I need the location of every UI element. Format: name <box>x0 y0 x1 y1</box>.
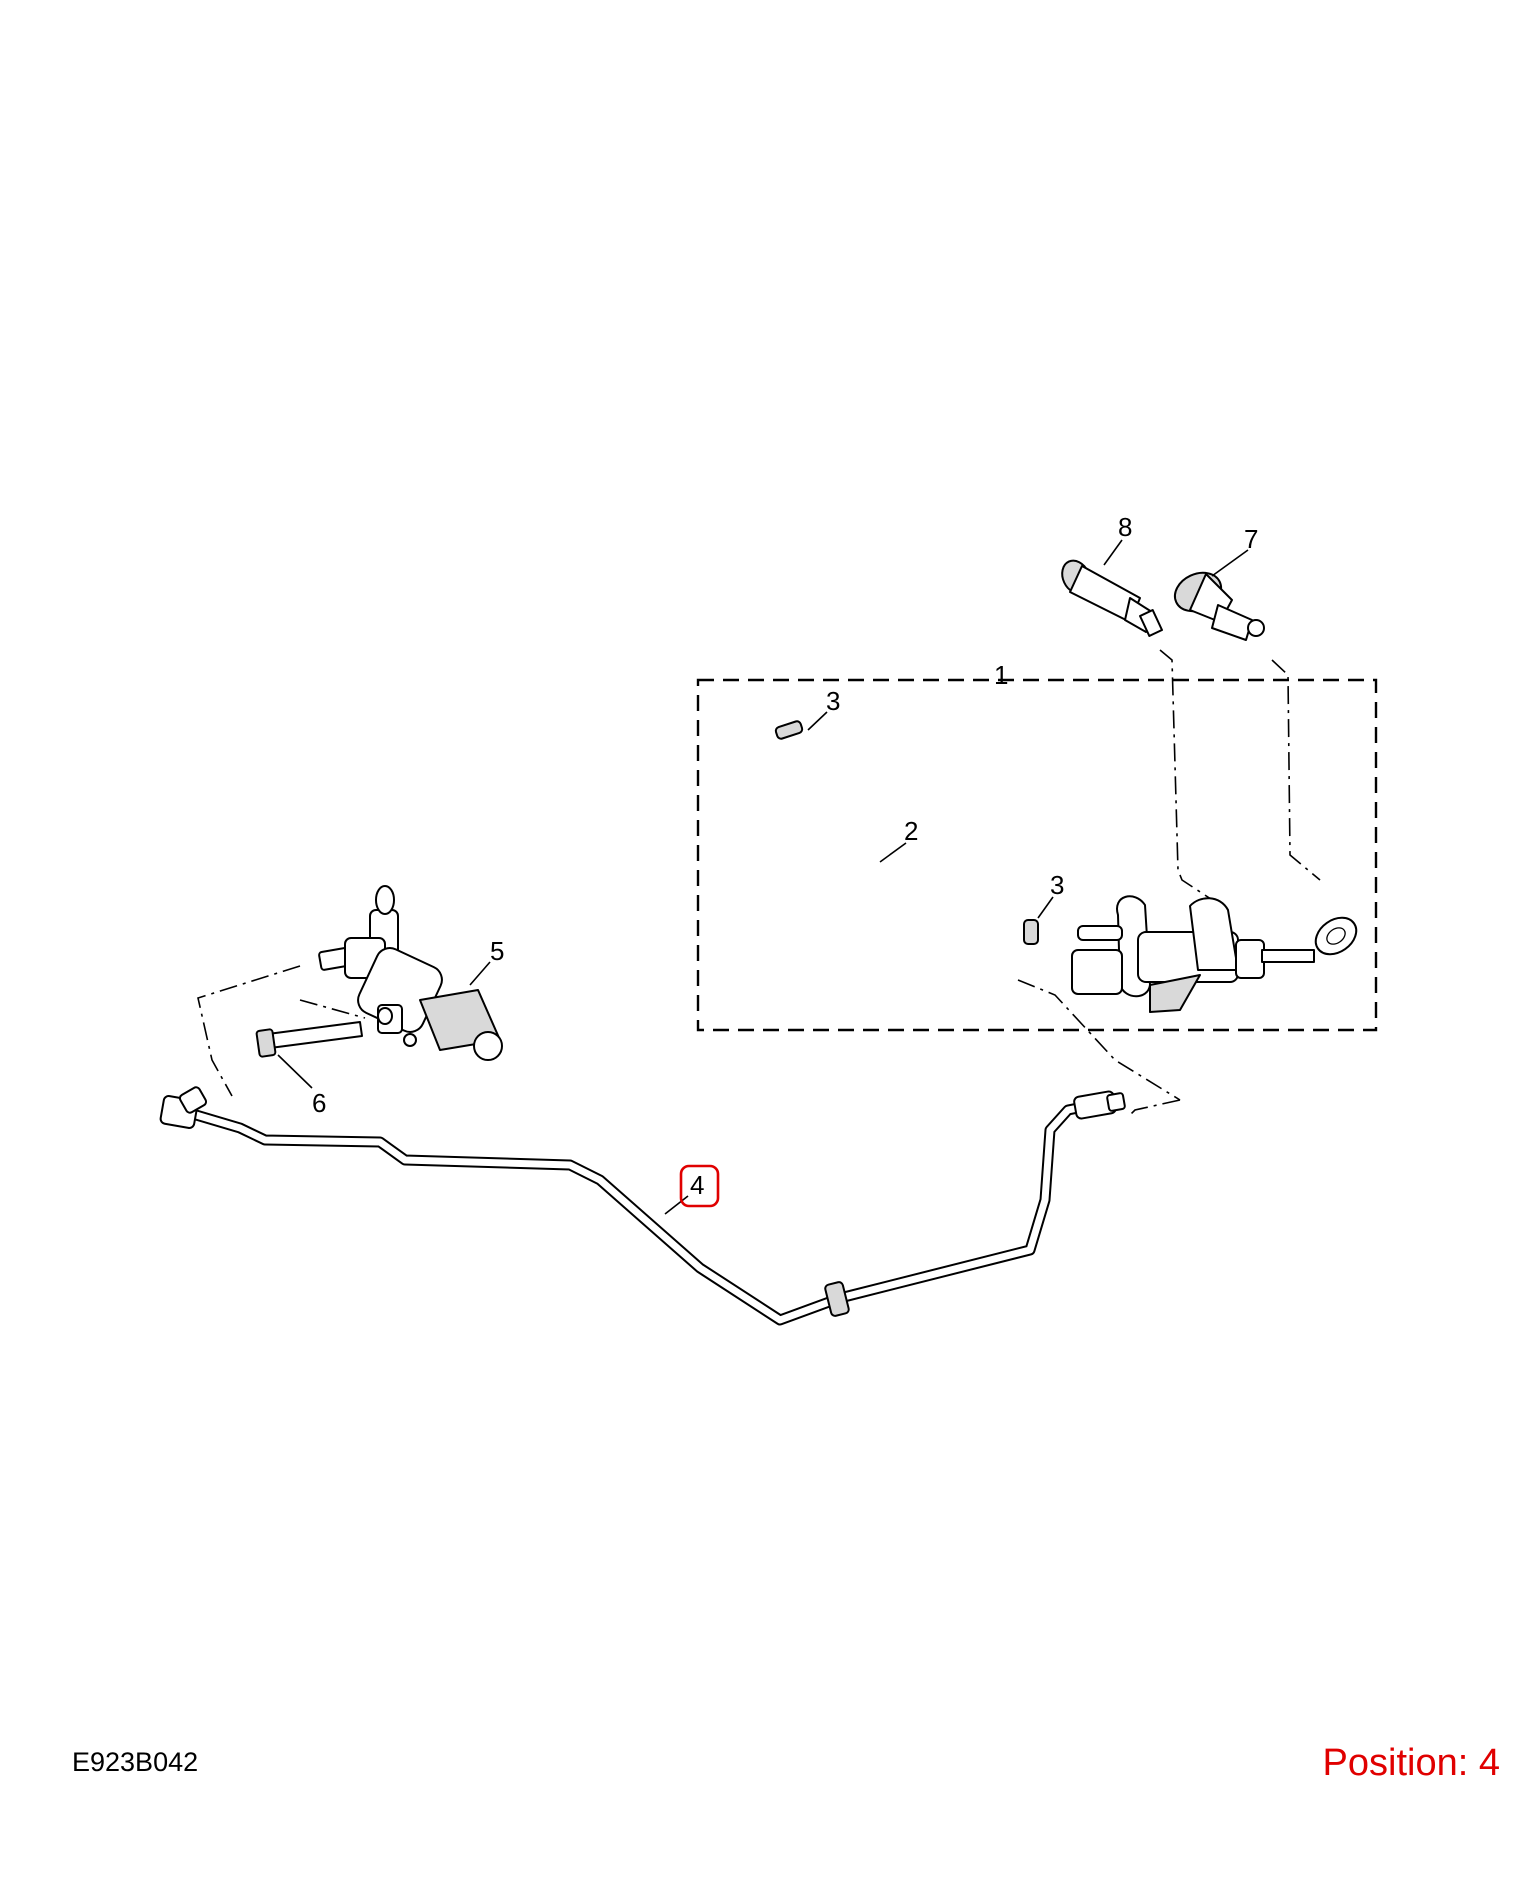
callout-3-upper: 3 <box>826 686 840 716</box>
bolt-part-6[interactable] <box>255 1021 363 1058</box>
callout-7: 7 <box>1244 524 1258 554</box>
callout-5: 5 <box>490 936 504 966</box>
slave-cylinder-part-5[interactable] <box>318 885 503 1061</box>
callout-4-highlight-box <box>679 1164 720 1208</box>
assembly-lines <box>197 649 1321 1116</box>
callout-1: 1 <box>994 660 1008 690</box>
hose-clamp-3-upper[interactable] <box>774 720 804 740</box>
hose-clamp-3-lower[interactable] <box>1023 919 1039 945</box>
clutch-pipe-part-4[interactable] <box>159 1086 1126 1326</box>
position-label: Position: 4 <box>1322 1742 1500 1784</box>
callout-labels: 8 7 1 3 2 3 5 6 4 <box>312 512 1258 1208</box>
boot-part-7[interactable] <box>1169 566 1265 641</box>
callout-6: 6 <box>312 1088 326 1118</box>
diagram-code: E923B042 <box>72 1747 199 1777</box>
leader-lines <box>277 539 1249 1215</box>
bushing-part-8[interactable] <box>1057 556 1163 637</box>
callout-3-lower: 3 <box>1050 870 1064 900</box>
callout-4: 4 <box>690 1170 704 1200</box>
callout-8: 8 <box>1118 512 1132 542</box>
assembly-boundary <box>696 678 1378 1032</box>
hose-part-2[interactable] <box>774 720 1039 945</box>
callout-2: 2 <box>904 816 918 846</box>
master-cylinder-part-1[interactable] <box>1071 895 1363 1013</box>
